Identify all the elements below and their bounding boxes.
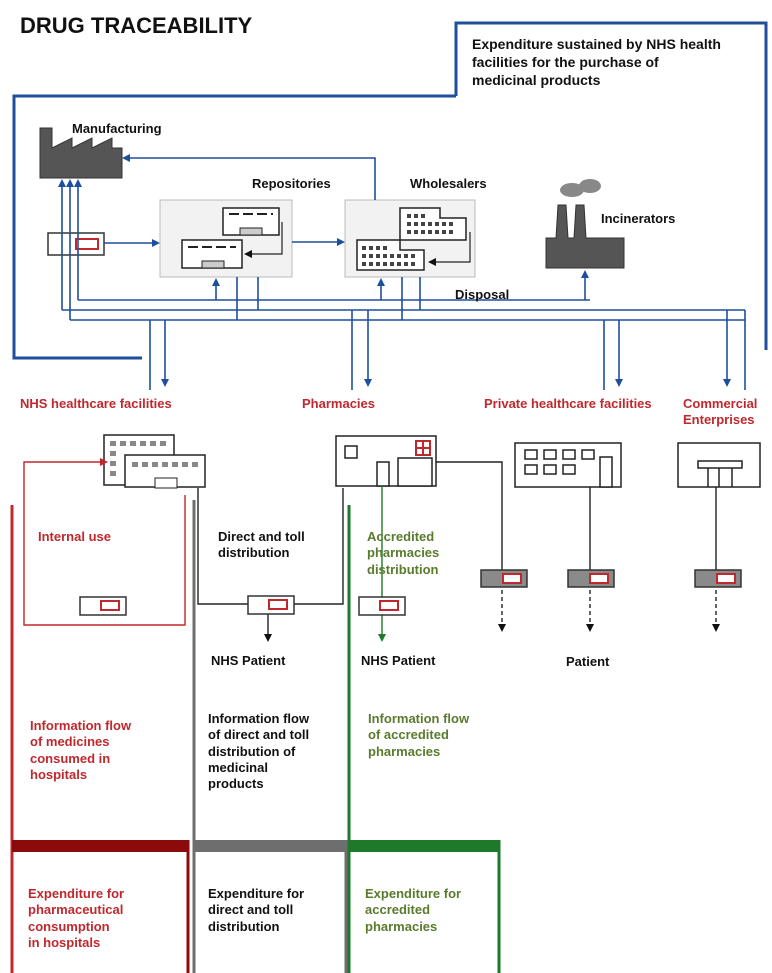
internal-use-flow <box>23 458 186 626</box>
patient-label: Patient <box>566 654 610 669</box>
medicine-pack-icon <box>480 569 528 588</box>
medicine-pack-icon <box>79 596 127 616</box>
medicine-pack-icon <box>47 232 105 256</box>
nhs-patient-label-2: NHS Patient <box>361 653 436 668</box>
blue-flow-lines <box>58 154 746 390</box>
patient-flows <box>436 461 720 632</box>
wholesalers-label: Wholesalers <box>410 176 487 191</box>
disposal-label: Disposal <box>455 287 510 302</box>
wholesalers-box <box>344 199 476 278</box>
incinerator-icon <box>545 179 625 269</box>
medicine-pack-icon <box>358 596 406 616</box>
medicine-pack-icon <box>567 569 615 588</box>
private-facility-building-icon <box>514 442 622 488</box>
nhs-facilities-label: NHS healthcare facilities <box>20 396 172 411</box>
expenditure-direct-toll: Expenditure for direct and toll distribu… <box>208 886 305 934</box>
expenditure-hospitals: Expenditure for pharmaceutical consumpti… <box>28 886 125 950</box>
direct-toll-flow <box>197 488 344 642</box>
hospital-building-icon <box>103 434 206 489</box>
factory-icon <box>39 127 123 179</box>
nhs-expenditure-label: Expenditure sustained by NHS health faci… <box>472 36 721 89</box>
incinerators-label: Incinerators <box>601 211 676 226</box>
page-title: DRUG TRACEABILITY <box>20 13 253 38</box>
manufacturing-label: Manufacturing <box>72 121 162 136</box>
expenditure-accredited: Expenditure for accredited pharmacies <box>365 886 462 934</box>
medicine-pack-icon <box>247 595 295 615</box>
internal-use-label: Internal use <box>38 529 111 544</box>
accredited-distribution-label: Accredited pharmacies distribution <box>367 529 440 577</box>
outer-blue-frame <box>12 21 768 360</box>
commercial-building-icon <box>677 442 761 488</box>
direct-toll-label: Direct and toll distribution <box>218 529 305 561</box>
expenditure-bars <box>12 840 501 973</box>
repositories-box <box>159 199 293 278</box>
repositories-label: Repositories <box>252 176 331 191</box>
commercial-enterprises-label: Commercial Enterprises <box>683 396 758 427</box>
pharmacies-label: Pharmacies <box>302 396 375 411</box>
info-flow-accredited: Information flow of accredited pharmacie… <box>368 711 470 759</box>
info-flow-direct-toll: Information flow of direct and toll dist… <box>208 711 310 791</box>
nhs-patient-label-1: NHS Patient <box>211 653 286 668</box>
medicine-pack-icon <box>694 569 742 588</box>
info-flow-hospitals: Information flow of medicines consumed i… <box>30 718 132 782</box>
private-facilities-label: Private healthcare facilities <box>484 396 652 411</box>
pharmacy-building-icon <box>335 435 437 487</box>
